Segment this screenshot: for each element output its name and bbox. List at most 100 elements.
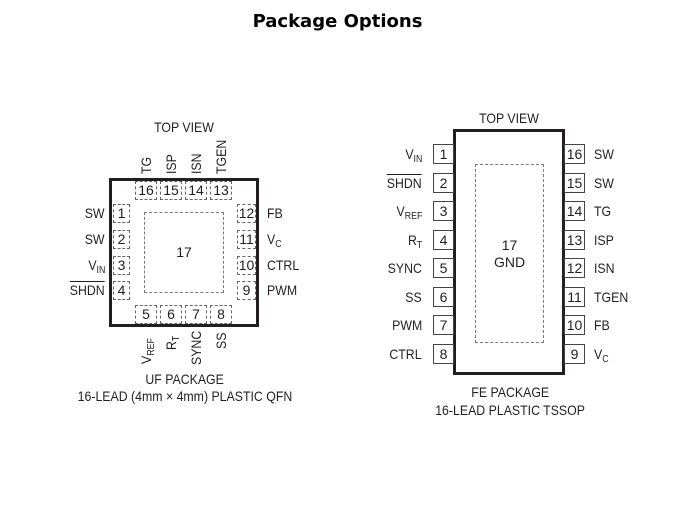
qfn-pin-13: 13 [210,181,232,200]
qfn-pin-3-label-sub: IN [96,265,105,276]
qfn-pin-11-label-main: V [267,231,276,247]
tssop-pin-1: 1 [433,144,454,164]
tssop-pin-9-label: VC [594,346,609,365]
tssop-pad-name: GND [493,254,526,270]
tssop-pin-7: 7 [433,315,454,335]
qfn-pin-14: 14 [185,181,207,200]
qfn-pin-5-label-sub: REF [146,338,157,356]
tssop-pin-14: 14 [564,201,585,221]
qfn-pin-16: 16 [135,181,157,200]
tssop-pin-4-label-sub: T [416,240,422,251]
tssop-pin-8-label: CTRL [389,346,422,362]
qfn-caption-line1: UF PACKAGE [60,371,310,387]
qfn-pin-3: 3 [113,256,130,275]
tssop-pin-1-label: VIN [404,146,422,165]
qfn-pin-8: 8 [210,305,232,324]
qfn-pin-11-label-sub: C [275,239,282,250]
qfn-top-view-text: TOP VIEW [154,119,214,135]
tssop-pin-11-label: TGEN [594,289,629,305]
tssop-pin-3-label: VREF [396,203,422,222]
qfn-pin-14-label: ISN [188,153,204,174]
qfn-pin-1: 1 [113,204,130,223]
qfn-pin-15: 15 [160,181,182,200]
qfn-caption-line2: 16-LEAD (4mm × 4mm) PLASTIC QFN [40,388,330,404]
tssop-top-view-label: TOP VIEW [454,110,564,126]
qfn-pin-1-label: SW [85,205,105,221]
tssop-pin-8: 8 [433,344,454,364]
tssop-pin-11: 11 [564,287,585,307]
tssop-pin-15: 15 [564,173,585,193]
qfn-exposed-pad [144,212,224,293]
qfn-pin-6-label-sub: T [171,335,182,342]
qfn-top-view-label: TOP VIEW [110,119,258,135]
tssop-pin-3-label-sub: REF [404,211,422,222]
tssop-pad-number: 17 [501,237,518,253]
qfn-pad-number: 17 [176,244,192,260]
qfn-pin-5-label: VREF [138,338,157,364]
tssop-pin-10-label: FB [594,317,610,333]
tssop-pin-5-label: SYNC [387,260,422,276]
tssop-pin-6: 6 [433,287,454,307]
tssop-caption-line1: FE PACKAGE [400,384,620,400]
qfn-pin-9: 9 [237,281,256,300]
tssop-pin-9-label-sub: C [602,354,609,365]
tssop-exposed-pad [475,164,544,343]
qfn-pin-6-label-main: R [163,341,179,350]
qfn-pin-12: 12 [237,204,256,223]
qfn-pin-4-label: SHDN [70,282,105,298]
qfn-pin-10-label: CTRL [267,257,300,273]
tssop-pin-14-label: TG [594,203,612,219]
qfn-pin-5-label-main: V [138,355,154,364]
tssop-pin-2: 2 [433,173,454,193]
tssop-caption-line2-text: 16-LEAD PLASTIC TSSOP [435,402,585,418]
tssop-pin-4-label: RT [407,232,422,251]
qfn-pin-2-label: SW [85,231,105,247]
tssop-pin-10: 10 [564,315,585,335]
slide-title: Package Options [252,11,423,32]
tssop-top-view-text: TOP VIEW [479,110,539,126]
tssop-pin-15-label: SW [594,175,614,191]
tssop-pin-6-label: SS [405,289,422,305]
qfn-package-body [109,178,259,327]
qfn-caption-line2-text: 16-LEAD (4mm × 4mm) PLASTIC QFN [77,388,293,404]
tssop-pin-1-label-sub: IN [413,154,422,165]
tssop-pin-7-label: PWM [391,317,422,333]
tssop-pin-12: 12 [564,258,585,278]
tssop-pin-16: 16 [564,144,585,164]
qfn-pin-6-label: RT [163,335,182,350]
qfn-pin-7-label: SYNC [188,330,204,365]
tssop-pin-16-label: SW [594,146,614,162]
qfn-pin-7: 7 [185,305,207,324]
tssop-pin-2-label: SHDN [387,175,422,191]
qfn-pin-2: 2 [113,230,130,249]
qfn-pin-15-label: ISP [163,154,179,174]
tssop-pin-3: 3 [433,201,454,221]
tssop-pin-1-label-main: V [404,146,414,162]
qfn-pin-6: 6 [160,305,182,324]
tssop-pin-3-label-main: V [396,203,405,219]
tssop-caption-line2: 16-LEAD PLASTIC TSSOP [400,402,620,418]
tssop-caption-line1-text: FE PACKAGE [471,384,549,400]
qfn-pin-3-label: VIN [87,257,105,276]
tssop-pin-4: 4 [433,230,454,250]
qfn-pin-8-label: SS [213,332,229,349]
qfn-pin-9-label: PWM [267,282,298,298]
qfn-pin-5: 5 [135,305,157,324]
tssop-pin-9: 9 [564,344,585,364]
qfn-caption-line1-text: UF PACKAGE [145,371,225,387]
tssop-pin-5: 5 [433,258,454,278]
qfn-pin-11: 11 [237,230,256,249]
tssop-pin-13-label: ISP [594,232,614,248]
qfn-pin-3-label-main: V [87,257,97,273]
tssop-package-body [453,129,565,375]
tssop-pin-12-label: ISN [594,260,615,276]
qfn-pin-10: 10 [237,256,256,275]
tssop-pin-9-label-main: V [594,346,603,362]
qfn-pin-12-label: FB [267,205,283,221]
qfn-pin-16-label: TG [138,156,154,174]
qfn-pin-13-label: TGEN [213,139,229,174]
qfn-pin-11-label: VC [267,231,282,250]
tssop-pin-13: 13 [564,230,585,250]
qfn-pin-4: 4 [113,281,130,300]
tssop-pin-4-label-main: R [407,232,417,248]
